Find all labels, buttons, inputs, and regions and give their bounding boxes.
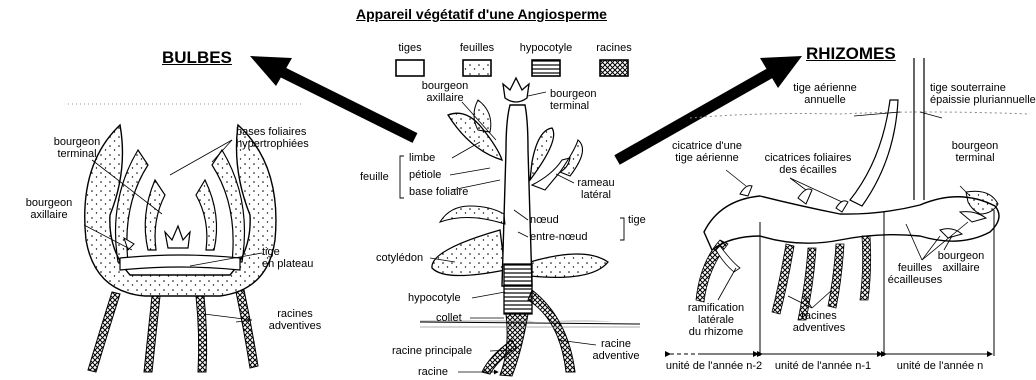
plant-label-base-foliaire: base foliaire — [409, 186, 468, 198]
plant-label-noeud: nœud — [530, 214, 559, 226]
section-rhizomes: RHIZOMES — [806, 44, 896, 64]
diagram-title: Appareil végétatif d'une Angiosperme — [356, 6, 607, 22]
section-bulbes: BULBES — [162, 48, 232, 68]
plant-label-tige: tige — [628, 214, 646, 226]
plant-label-collet: collet — [436, 312, 462, 324]
legend-swatch-racines — [600, 60, 628, 76]
plant-label-petiole: pétiole — [409, 169, 441, 181]
plant-drawing — [400, 78, 640, 376]
legend-label-racines: racines — [590, 42, 638, 54]
plant-label-cotyledon: cotylédon — [376, 252, 423, 264]
plant-label-entre-noeud: entre-nœud — [530, 231, 587, 243]
rhizome-label-annee-n1: unité de l'année n-1 — [766, 360, 880, 372]
plant-label-hypocotyle: hypocotyle — [408, 292, 461, 304]
rhizome-label-annee-n: unité de l'année n — [886, 360, 994, 372]
rhizome-label-annee-n2: unité de l'année n-2 — [660, 360, 768, 372]
plant-label-racine-principale: racine principale — [392, 345, 472, 357]
plant-label-feuille: feuille — [360, 171, 389, 183]
legend-swatch-tiges — [396, 60, 424, 76]
legend-swatch-hypocotyle — [532, 60, 560, 76]
plant-label-limbe: limbe — [409, 152, 435, 164]
legend-label-tiges: tiges — [390, 42, 430, 54]
legend-label-feuilles: feuilles — [452, 42, 502, 54]
legend-label-hypocotyle: hypocotyle — [514, 42, 578, 54]
plant-label-racine: racine — [418, 366, 448, 378]
legend-swatch-feuilles — [463, 60, 491, 76]
